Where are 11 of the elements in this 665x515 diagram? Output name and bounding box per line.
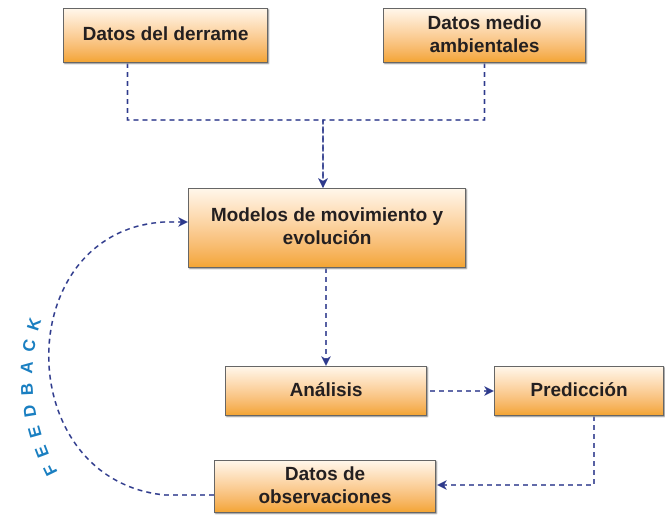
dashed-arrow	[321, 268, 331, 366]
process-box: Datos de observaciones	[214, 460, 436, 513]
process-box: Datos del derrame	[63, 8, 268, 63]
process-box: Modelos de movimiento y evolución	[188, 188, 466, 268]
process-box: Datos medio ambientales	[383, 8, 586, 63]
dashed-arrow	[48, 217, 214, 496]
dashed-arrow	[437, 416, 595, 490]
process-box: Análisis	[225, 366, 427, 416]
dashed-arrow	[430, 386, 494, 396]
dashed-arrow	[318, 63, 486, 188]
process-box: Predicción	[494, 366, 664, 416]
